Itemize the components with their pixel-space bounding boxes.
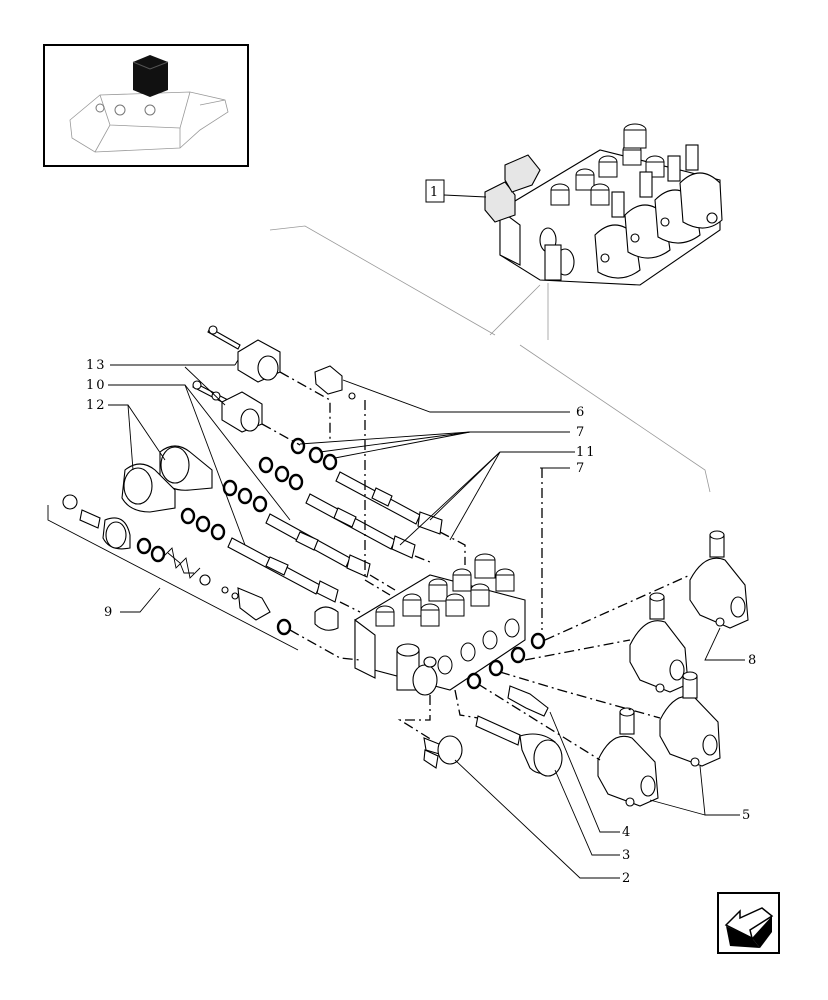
callout-10[interactable]: 10 [86, 378, 107, 393]
callout-8[interactable]: 8 [748, 653, 758, 668]
callout-11[interactable]: 11 [576, 445, 597, 460]
valve-body-exploded [354, 553, 526, 696]
callout-2[interactable]: 2 [622, 871, 632, 886]
callout-7-lower[interactable]: 7 [576, 461, 586, 476]
callout-12[interactable]: 12 [86, 398, 107, 413]
callout-4[interactable]: 4 [622, 825, 632, 840]
actuator-covers [597, 530, 749, 807]
fittings [314, 365, 563, 777]
next-page-arrow-icon [724, 907, 774, 948]
callout-7-upper[interactable]: 7 [576, 425, 586, 440]
callout-1[interactable]: 1 [425, 179, 445, 203]
leader-lines [47, 359, 745, 879]
assembled-valve-block [484, 123, 723, 340]
spools [227, 471, 443, 603]
callout-6[interactable]: 6 [576, 405, 586, 420]
callout-13[interactable]: 13 [86, 358, 107, 373]
callout-5[interactable]: 5 [742, 808, 752, 823]
assembly-lines [261, 371, 691, 761]
callout-label: 1 [430, 185, 440, 200]
callout-labels: 13 10 12 9 6 7 11 7 8 5 4 3 2 [86, 358, 758, 886]
spring [161, 547, 201, 579]
tractor-lift-cover-thumbnail-icon [69, 55, 229, 153]
next-page-button[interactable] [717, 892, 780, 954]
callout-3[interactable]: 3 [622, 848, 632, 863]
callout-9[interactable]: 9 [104, 605, 114, 620]
locator-thumbnail[interactable] [43, 44, 249, 167]
spool-caps-group [62, 325, 339, 631]
